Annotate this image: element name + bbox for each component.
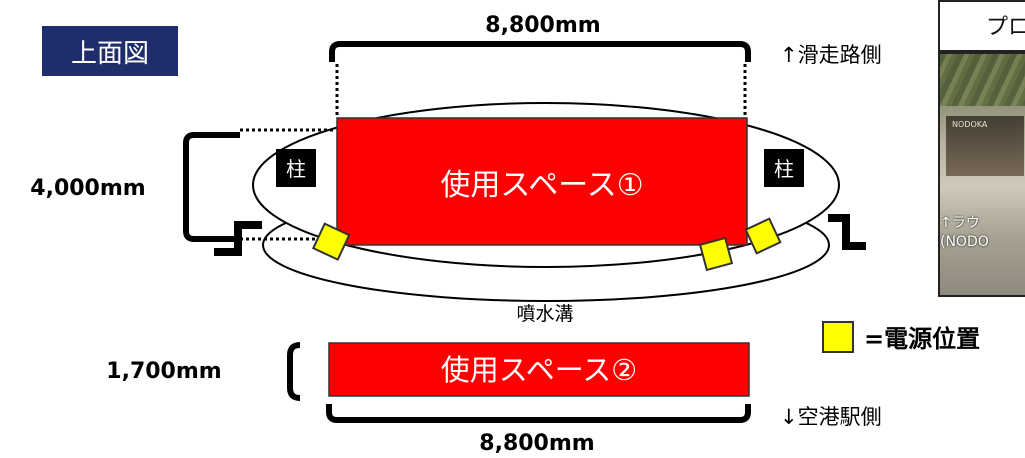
pillar-left [276,149,316,187]
photo-shop: NODOKA [946,116,1024,176]
power-outlet-3 [744,217,782,255]
pillar-right [764,149,804,187]
power-outlet-1 [311,222,351,261]
pillar-left-label: 柱 [286,157,306,181]
photo-caption-line1: ↑ラウ [940,215,980,231]
top-width-bracket [329,41,751,62]
view-title-badge: 上面図 [42,26,178,76]
use-space-1-label: 使用スペース① [440,168,643,203]
lower-height-bracket [287,342,301,401]
power-outlet-2 [698,236,734,272]
left-height-bracket [183,132,240,242]
reference-photo-panel: プロ NODOKA ↑ラウ (NODO [938,0,1025,300]
power-outlet-legend-label: =電源位置 [864,325,981,353]
photo-header: プロ [938,0,1025,52]
view-title: 上面図 [70,38,149,69]
reference-photo: NODOKA ↑ラウ (NODO [938,52,1025,297]
use-space-1 [336,117,748,246]
top-width-label: 8,800mm [485,13,600,38]
right-step-icon [828,214,866,250]
station-side-label: ↓空港駅側 [780,405,882,429]
photo-shop-sign: NODOKA [952,120,988,129]
use-space-2-label: 使用スペース② [441,353,638,387]
power-outlet-legend-swatch [822,321,854,353]
bottom-width-bracket [326,404,751,423]
use-space-2 [328,342,750,397]
fountain-channel-label: 噴水溝 [516,303,573,325]
photo-greenery [940,54,1025,106]
bottom-width-label: 8,800mm [479,431,594,456]
left-height-label: 4,000mm [30,176,145,201]
photo-header-text: プロ [986,15,1025,40]
photo-caption-line2: (NODO [940,234,989,250]
pillar-right-label: 柱 [774,157,794,181]
runway-side-label: ↑滑走路側 [780,43,882,67]
lower-height-label: 1,700mm [106,359,221,384]
